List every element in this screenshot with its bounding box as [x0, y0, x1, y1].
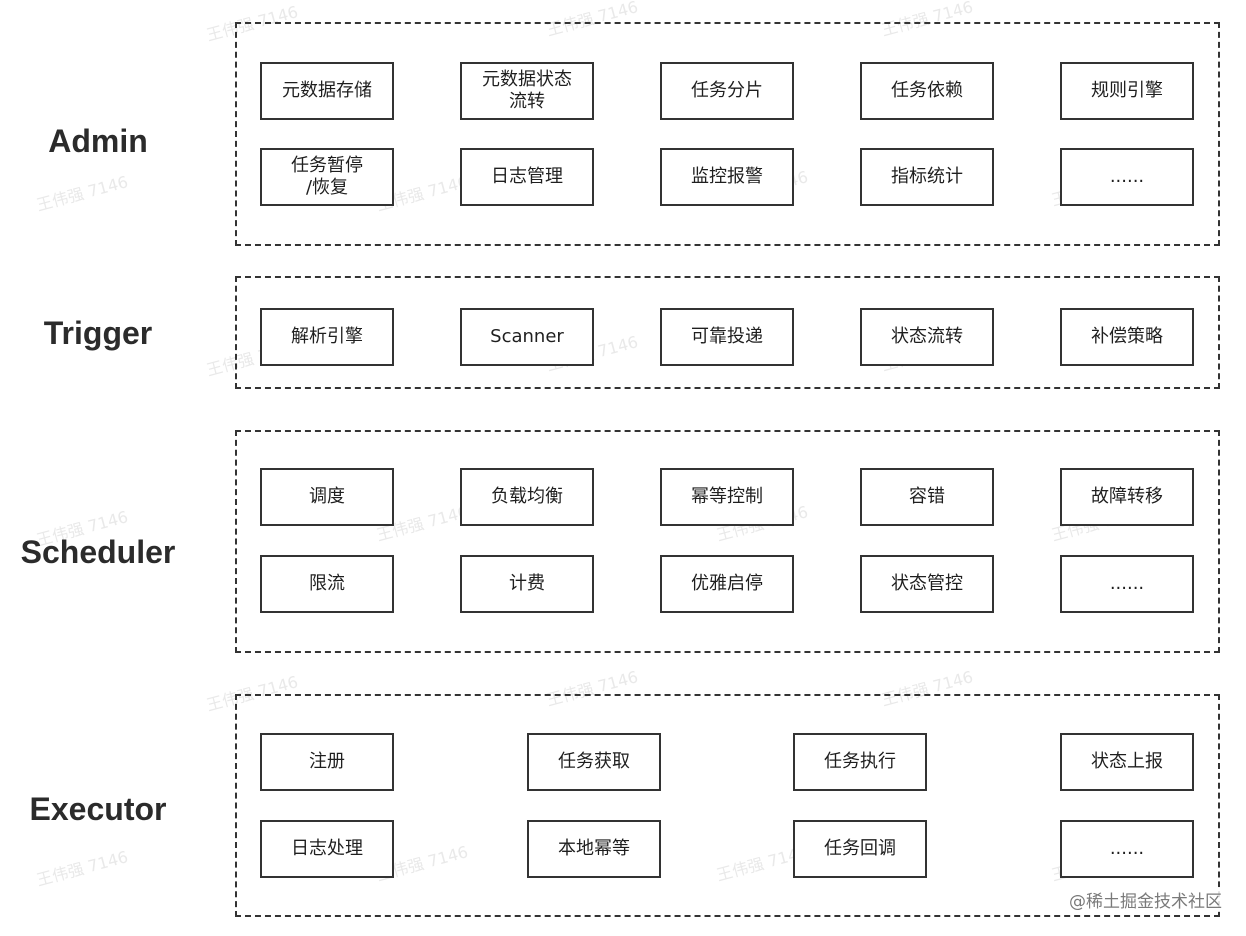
layer-box-scheduler: [235, 430, 1220, 653]
module-task-pause-resume[interactable]: 任务暂停 /恢复: [260, 148, 394, 206]
layer-box-executor: [235, 694, 1220, 917]
module-failover[interactable]: 故障转移: [1060, 468, 1194, 526]
module-task-fetch[interactable]: 任务获取: [527, 733, 661, 791]
module-scheduling[interactable]: 调度: [260, 468, 394, 526]
module-monitoring-alerting[interactable]: 监控报警: [660, 148, 794, 206]
module-scheduler-more[interactable]: ......: [1060, 555, 1194, 613]
module-admin-more[interactable]: ......: [1060, 148, 1194, 206]
module-metadata-state-transition[interactable]: 元数据状态 流转: [460, 62, 594, 120]
module-status-report[interactable]: 状态上报: [1060, 733, 1194, 791]
module-local-idempotency[interactable]: 本地幂等: [527, 820, 661, 878]
watermark-text: 王伟强 7146: [34, 172, 131, 215]
module-executor-more[interactable]: ......: [1060, 820, 1194, 878]
module-task-sharding[interactable]: 任务分片: [660, 62, 794, 120]
module-load-balancing[interactable]: 负载均衡: [460, 468, 594, 526]
watermark-text: 王伟强 7146: [34, 847, 131, 890]
module-billing[interactable]: 计费: [460, 555, 594, 613]
module-compensation-strategy[interactable]: 补偿策略: [1060, 308, 1194, 366]
module-metrics-statistics[interactable]: 指标统计: [860, 148, 994, 206]
module-scanner[interactable]: Scanner: [460, 308, 594, 366]
module-reliable-delivery[interactable]: 可靠投递: [660, 308, 794, 366]
module-fault-tolerance[interactable]: 容错: [860, 468, 994, 526]
module-idempotency-control[interactable]: 幂等控制: [660, 468, 794, 526]
layer-box-trigger: [235, 276, 1220, 389]
module-log-processing[interactable]: 日志处理: [260, 820, 394, 878]
source-credit: @稀土掘金技术社区: [1069, 887, 1222, 912]
module-task-dependency[interactable]: 任务依赖: [860, 62, 994, 120]
module-rule-engine[interactable]: 规则引擎: [1060, 62, 1194, 120]
layer-label-admin: Admin: [48, 123, 148, 159]
layer-label-scheduler: Scheduler: [20, 534, 176, 570]
module-log-management[interactable]: 日志管理: [460, 148, 594, 206]
module-metadata-storage[interactable]: 元数据存储: [260, 62, 394, 120]
module-graceful-start-stop[interactable]: 优雅启停: [660, 555, 794, 613]
layer-label-trigger: Trigger: [43, 315, 153, 351]
module-registration[interactable]: 注册: [260, 733, 394, 791]
module-rate-limiting[interactable]: 限流: [260, 555, 394, 613]
layer-box-admin: [235, 22, 1220, 246]
module-task-callback[interactable]: 任务回调: [793, 820, 927, 878]
module-state-control[interactable]: 状态管控: [860, 555, 994, 613]
module-parse-engine[interactable]: 解析引擎: [260, 308, 394, 366]
module-state-transition[interactable]: 状态流转: [860, 308, 994, 366]
module-task-execution[interactable]: 任务执行: [793, 733, 927, 791]
layer-label-executor: Executor: [29, 791, 167, 827]
